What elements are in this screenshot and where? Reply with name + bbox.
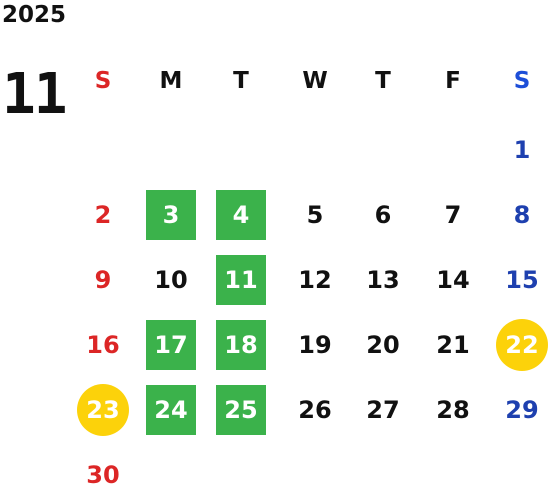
day-cell-30[interactable]: 30 <box>86 461 120 489</box>
year-label: 2025 <box>2 2 67 28</box>
day-cell-14[interactable]: 14 <box>436 266 470 294</box>
day-cell-18[interactable]: 18 <box>216 320 266 370</box>
day-cell-5[interactable]: 5 <box>306 201 324 229</box>
weekday-header-wed: W <box>302 68 328 94</box>
weekday-header-sat: S <box>513 68 531 94</box>
day-cell-11[interactable]: 11 <box>216 255 266 305</box>
day-cell-17[interactable]: 17 <box>146 320 196 370</box>
day-cell-25[interactable]: 25 <box>216 385 266 435</box>
weekday-header-mon: M <box>159 68 183 94</box>
weekday-header-fri: F <box>445 68 461 94</box>
day-cell-24[interactable]: 24 <box>146 385 196 435</box>
day-cell-6[interactable]: 6 <box>374 201 392 229</box>
day-cell-2[interactable]: 2 <box>94 201 112 229</box>
weekday-header-tue: T <box>233 68 249 94</box>
day-cell-15[interactable]: 15 <box>505 266 539 294</box>
day-cell-21[interactable]: 21 <box>436 331 470 359</box>
day-cell-3[interactable]: 3 <box>146 190 196 240</box>
day-cell-13[interactable]: 13 <box>366 266 400 294</box>
day-cell-9[interactable]: 9 <box>94 266 112 294</box>
day-cell-16[interactable]: 16 <box>86 331 120 359</box>
day-cell-28[interactable]: 28 <box>436 396 470 424</box>
day-cell-27[interactable]: 27 <box>366 396 400 424</box>
day-cell-19[interactable]: 19 <box>298 331 332 359</box>
day-cell-20[interactable]: 20 <box>366 331 400 359</box>
day-cell-1[interactable]: 1 <box>513 136 531 164</box>
weekday-header-sun: S <box>94 68 112 94</box>
day-cell-22[interactable]: 22 <box>496 319 548 371</box>
day-cell-12[interactable]: 12 <box>298 266 332 294</box>
day-cell-23[interactable]: 23 <box>77 384 129 436</box>
day-cell-26[interactable]: 26 <box>298 396 332 424</box>
day-cell-29[interactable]: 29 <box>505 396 539 424</box>
day-cell-10[interactable]: 10 <box>154 266 188 294</box>
month-number: 11 <box>2 62 67 127</box>
weekday-header-thu: T <box>375 68 391 94</box>
day-cell-8[interactable]: 8 <box>513 201 531 229</box>
day-cell-7[interactable]: 7 <box>444 201 462 229</box>
day-cell-4[interactable]: 4 <box>216 190 266 240</box>
